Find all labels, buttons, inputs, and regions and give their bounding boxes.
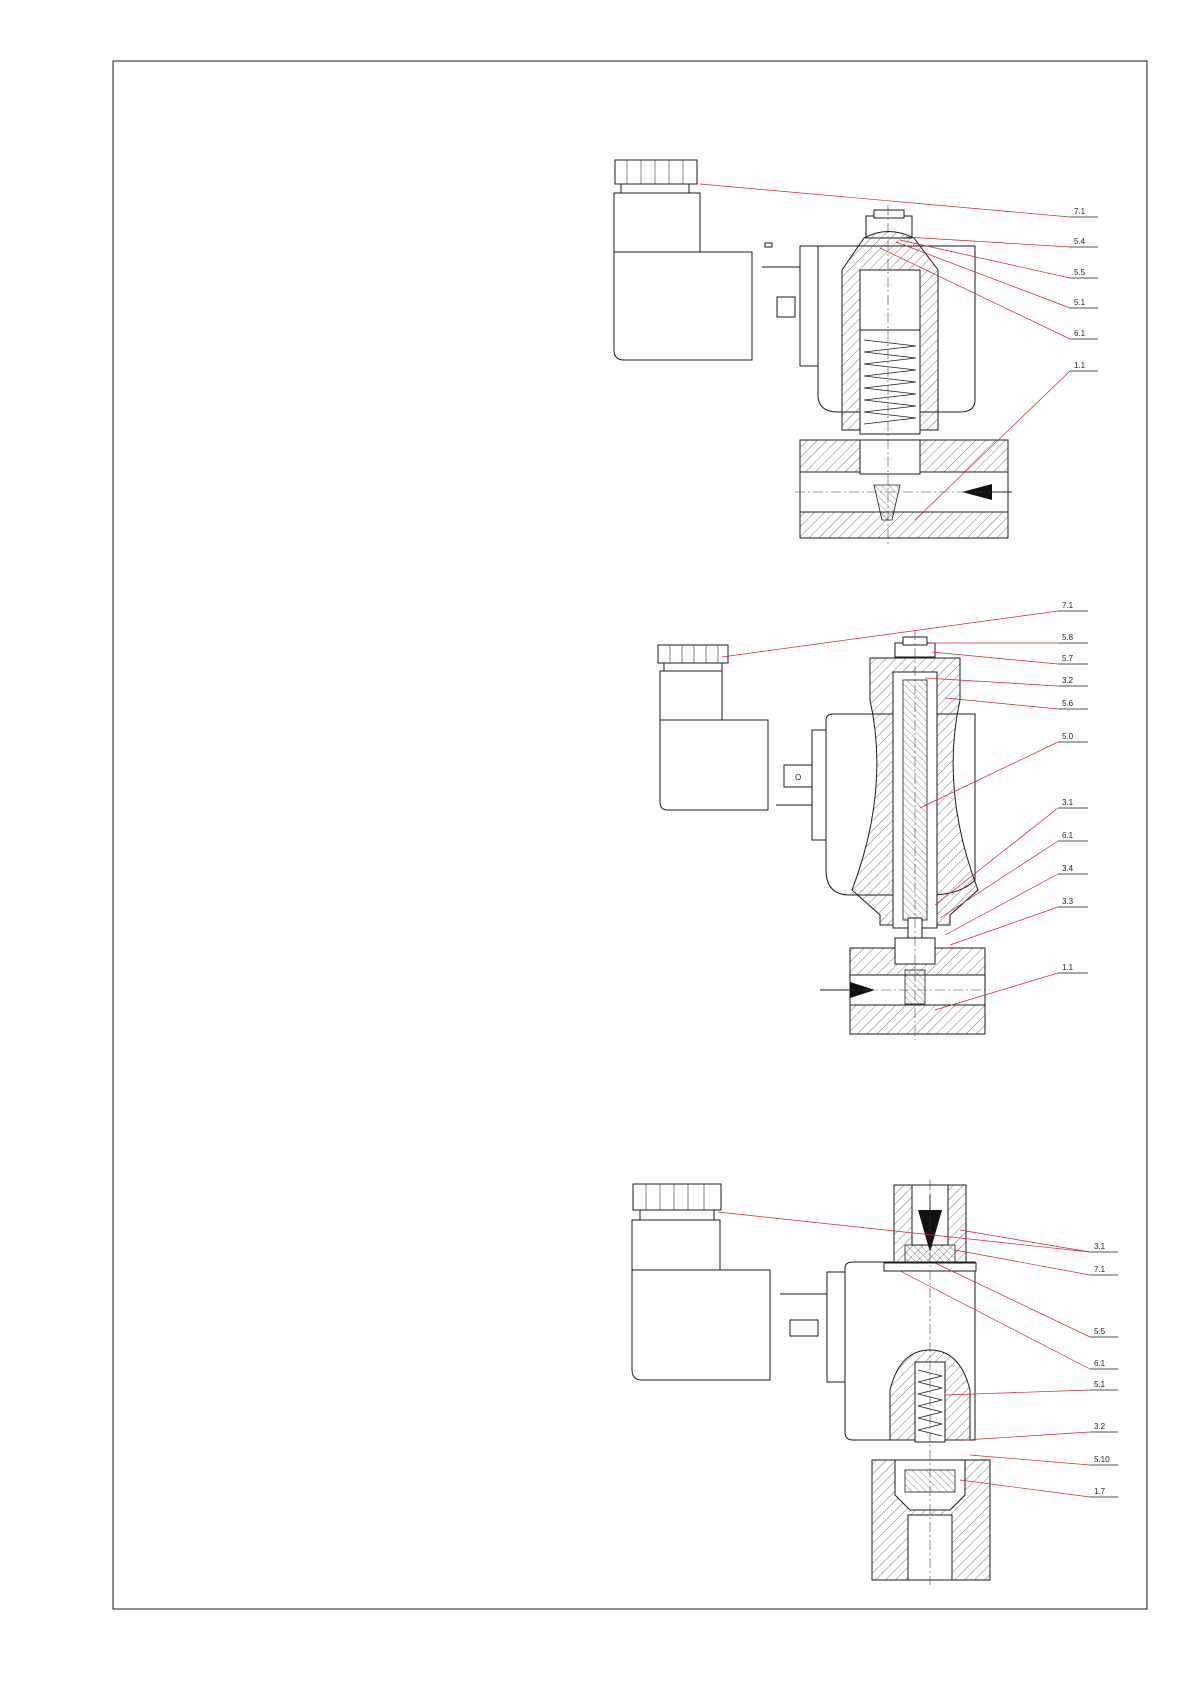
callout-label: 5.1 [1074, 298, 1086, 307]
callout-label: 5.8 [1062, 633, 1074, 642]
callout-label: 3.2 [1062, 676, 1074, 685]
callout-label: 5.5 [1094, 1327, 1106, 1336]
callout-label: 5.10 [1094, 1455, 1110, 1464]
callout-label: 6.1 [1094, 1359, 1106, 1368]
valve-top-figure: 7.1 5.4 5.5 5.1 6.1 1.1 [614, 160, 1098, 545]
callout-label: 3.2 [1094, 1422, 1106, 1431]
callout-label: 5.5 [1074, 268, 1086, 277]
callout-label: 5.7 [1062, 654, 1074, 663]
callout-label: 6.1 [1062, 831, 1074, 840]
callout-label: 5.1 [1094, 1380, 1106, 1389]
connector-plug-icon [658, 645, 768, 810]
coil-terminal-label: O [795, 773, 801, 782]
callout-label: 7.1 [1062, 601, 1074, 610]
callout-label: 1.7 [1094, 1487, 1106, 1496]
valve-middle-figure: O 7.1 5.8 5.7 3.2 5.6 [658, 601, 1088, 1040]
callout-label: 1.1 [1062, 963, 1074, 972]
callout-label: 5.0 [1062, 732, 1074, 741]
callout-label: 3.1 [1062, 798, 1074, 807]
callout-label: 3.1 [1094, 1242, 1106, 1251]
callout-label: 1.1 [1074, 361, 1086, 370]
callout-label: 6.1 [1074, 329, 1086, 338]
callout-label: 7.1 [1074, 207, 1086, 216]
callout-label: 3.3 [1062, 897, 1074, 906]
connector-plug-icon [614, 160, 752, 360]
connector-plug-icon [632, 1184, 770, 1380]
callout-label: 3.4 [1062, 864, 1074, 873]
callout-label: 5.6 [1062, 699, 1074, 708]
callout-label: 7.1 [1094, 1265, 1106, 1274]
callout-label: 5.4 [1074, 237, 1086, 246]
valve-bottom-figure: 3.1 7.1 5.5 6.1 5.1 3.2 5.10 1.7 [632, 1180, 1118, 1585]
